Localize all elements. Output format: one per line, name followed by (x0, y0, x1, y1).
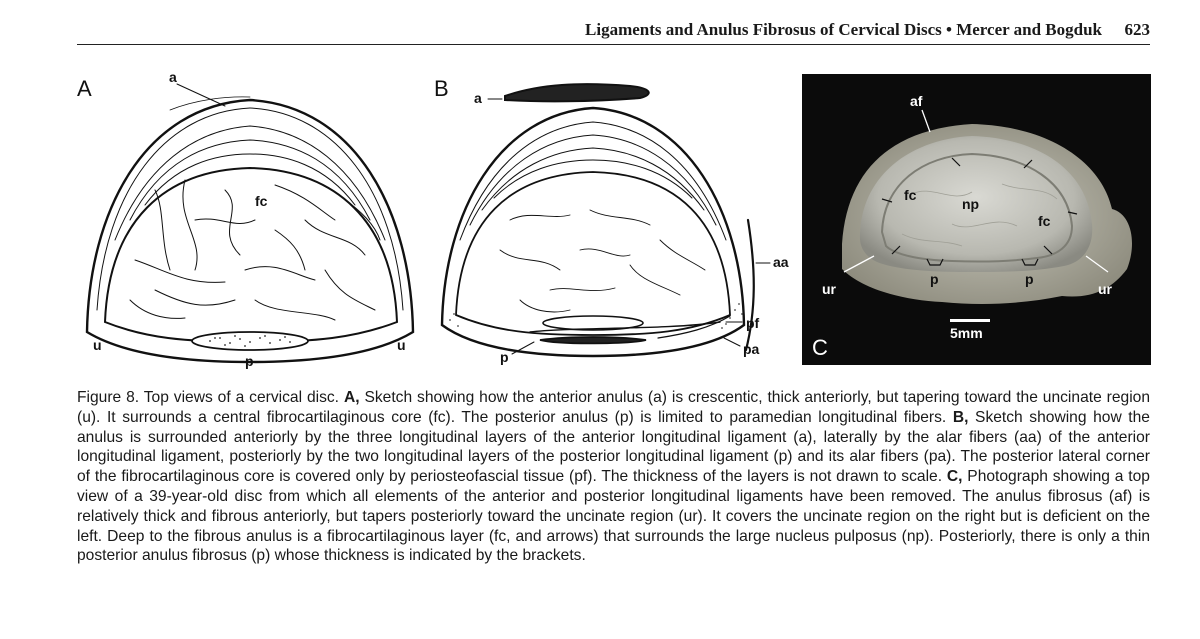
anterior-ligament (504, 83, 650, 103)
header-rule (77, 44, 1150, 45)
panel-b-letter: B (434, 76, 449, 101)
label-ur-right: ur (1098, 281, 1113, 297)
label-p: p (500, 349, 509, 365)
label-scale: 5mm (950, 325, 983, 341)
header-title: Ligaments and Anulus Fibrosus of Cervica… (585, 20, 942, 39)
caption-c-text: Photograph showing a top view of a 39-ye… (77, 468, 1150, 565)
figure-panel-c-photo: af fc np fc ur ur p p 5mm C (802, 74, 1151, 365)
disc-outline (85, 98, 415, 364)
alar-fibers (744, 218, 755, 352)
label-pa: pa (743, 341, 760, 357)
label-a: a (169, 70, 177, 85)
label-u-left: u (93, 337, 102, 353)
running-header: Ligaments and Anulus Fibrosus of Cervica… (470, 20, 1150, 40)
core-outline (455, 171, 731, 336)
label-p-right: p (1025, 271, 1034, 287)
posterior-ligament (539, 336, 647, 345)
header-separator: • (946, 20, 952, 39)
scale-bar (950, 319, 990, 322)
label-fc: fc (255, 193, 268, 209)
caption-a-text: Sketch showing how the anterior anulus (… (77, 389, 1150, 426)
label-p-left: p (930, 271, 939, 287)
panel-b-drawing: B a aa pf pa p (434, 76, 789, 365)
core-outline (103, 166, 399, 344)
disc-outline (440, 106, 746, 358)
label-a: a (474, 90, 482, 106)
panel-a-drawing: A a fc u u p (77, 70, 415, 369)
label-fc-left: fc (904, 187, 917, 203)
panel-a-letter: A (77, 76, 92, 101)
label-np: np (962, 196, 979, 212)
header-authors: Mercer and Bogduk (956, 20, 1102, 39)
caption-a-ref: A, (343, 389, 360, 406)
label-ur-left: ur (822, 281, 837, 297)
label-pf: pf (746, 315, 760, 331)
label-p: p (245, 353, 254, 369)
figure-caption: Figure 8. Top views of a cervical disc. … (77, 388, 1150, 566)
caption-c-ref: C, (946, 468, 963, 486)
label-af: af (910, 93, 923, 109)
panel-c-letter: C (812, 335, 828, 360)
panel-c-photo-drawing: af fc np fc ur ur p p 5mm C (802, 74, 1151, 365)
label-fc-right: fc (1038, 213, 1051, 229)
page-number: 623 (1124, 20, 1151, 39)
caption-lead: Figure 8. Top views of a cervical disc. (77, 389, 340, 406)
caption-b-text: Sketch showing how the anulus is surroun… (77, 408, 1150, 486)
figure-panel-b: B a aa pf pa p (430, 70, 790, 370)
label-u-right: u (397, 337, 406, 353)
posterior-anulus (542, 315, 644, 331)
caption-b-ref: B, (952, 408, 969, 426)
figure-panel-a: A a fc u u p (75, 70, 425, 370)
posterior-alar-fibers (529, 321, 721, 333)
label-aa: aa (773, 254, 789, 270)
